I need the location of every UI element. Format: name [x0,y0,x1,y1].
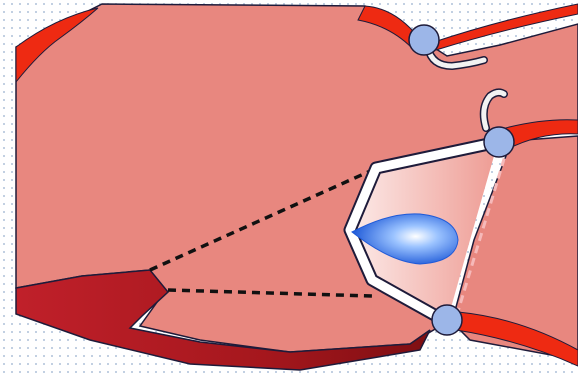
blue-node-icon [484,127,514,157]
blue-node-icon [432,305,462,335]
blue-node-icon [409,25,439,55]
